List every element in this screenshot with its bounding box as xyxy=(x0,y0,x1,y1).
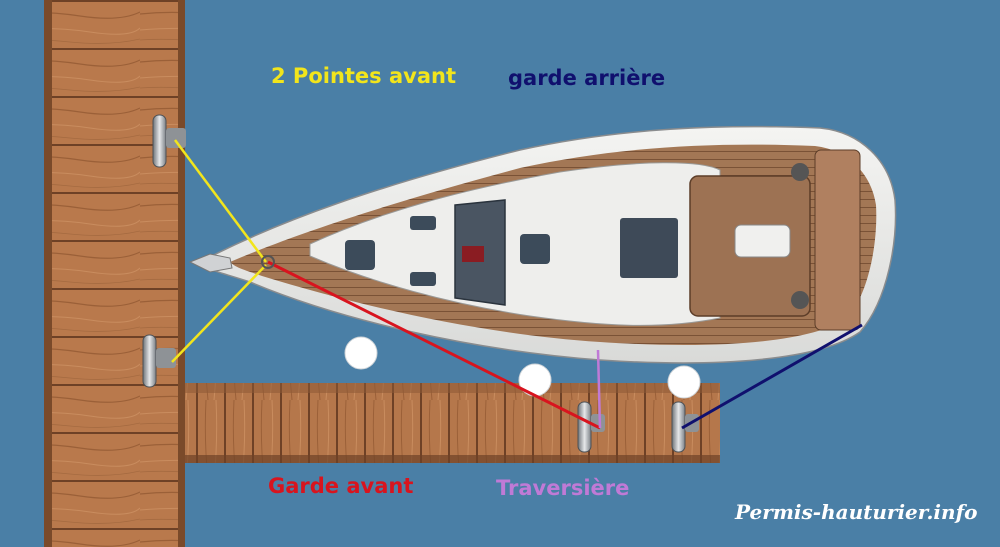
main-pontoon xyxy=(44,0,185,547)
finger-pontoon xyxy=(185,383,720,463)
garde-arriere-line xyxy=(681,323,863,430)
pointe-avant-line xyxy=(173,139,268,263)
site-credit: Permis-hauturier.info xyxy=(735,500,978,524)
pointe-avant-line xyxy=(171,264,267,363)
traversiere-line xyxy=(596,349,602,429)
garde-avant-line xyxy=(267,260,601,430)
fender-icon xyxy=(667,365,701,399)
sailboat xyxy=(188,125,897,364)
cleat-icon xyxy=(152,114,186,168)
garde-arriere-label: garde arrière xyxy=(508,66,666,90)
fender-icon xyxy=(344,336,378,370)
bow-cleat-icon xyxy=(261,255,275,269)
traversiere-label: Traversière xyxy=(496,476,630,500)
cleat-icon xyxy=(142,334,176,388)
pointes-avant-label: 2 Pointes avant xyxy=(271,64,457,88)
garde-avant-label: Garde avant xyxy=(268,474,414,498)
cleat-icon xyxy=(577,401,605,453)
